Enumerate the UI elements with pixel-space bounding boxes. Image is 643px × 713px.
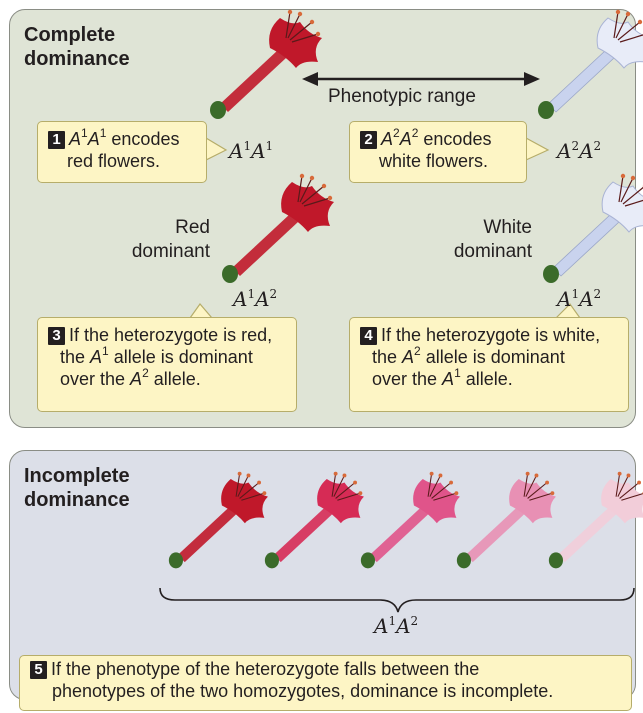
allele-superscript: 2 xyxy=(411,614,419,628)
note-number-5: 5 xyxy=(30,661,47,679)
allele-symbol: A xyxy=(374,614,388,638)
note-text: If the phenotype of the heterozygote fal… xyxy=(51,659,479,679)
allele-superscript: 1 xyxy=(388,614,396,628)
allele-symbol: A xyxy=(396,614,410,638)
note-text: phenotypes of the two homozygotes, domin… xyxy=(30,680,623,702)
genotype-heterozygous-incomplete: A1A2 xyxy=(374,615,418,637)
